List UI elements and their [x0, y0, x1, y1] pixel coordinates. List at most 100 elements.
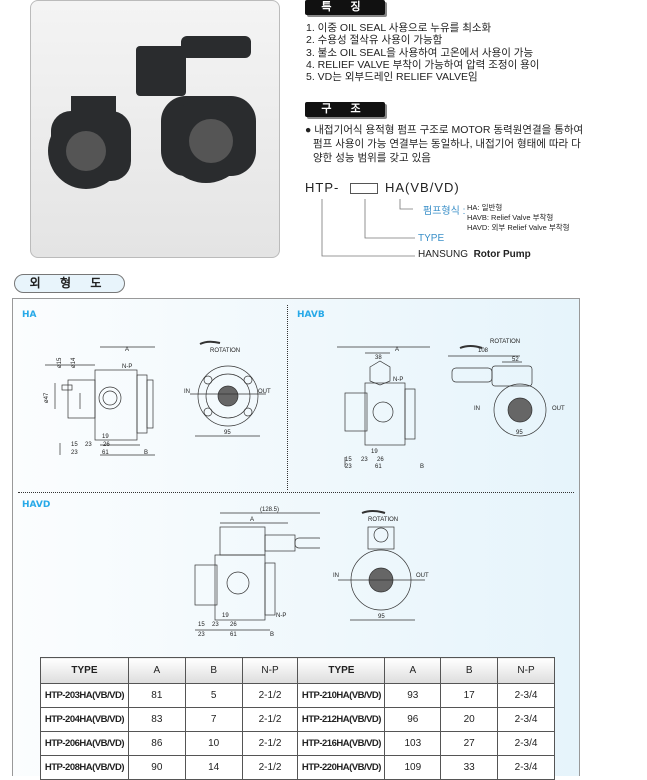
dim-phi47: ø47 — [44, 392, 50, 403]
dim-23: 23 — [71, 450, 78, 456]
dim-26: 26 — [230, 622, 237, 628]
dim-23: 23 — [345, 464, 352, 470]
havb-side-view: A 38 N-P 19 15 23 26 23 61 B — [337, 346, 430, 470]
code-suffix: HA(VB/VD) — [385, 180, 460, 195]
havd-side-view: (128.5) A N-P 19 15 23 26 23 61 B — [194, 507, 320, 638]
dim-23: 23 — [361, 457, 368, 463]
dim-61: 61 — [375, 464, 382, 470]
dim-128-5: (128.5) — [260, 507, 279, 513]
cell-np: 2-1/2 — [241, 731, 299, 756]
code-box — [350, 183, 378, 194]
feature-item: 1. 이중 OIL SEAL 사용으로 누유를 최소화 — [306, 22, 492, 34]
cell-np: 2-1/2 — [241, 683, 299, 708]
dim-b: B — [420, 464, 424, 470]
dim-38: 38 — [375, 355, 382, 361]
cell-a: 83 — [127, 707, 186, 732]
dim-a: A — [395, 347, 399, 353]
cell-np: 2-1/2 — [241, 707, 299, 732]
cell-b: 17 — [440, 683, 499, 708]
cell-b: 10 — [184, 731, 243, 756]
code-leader-lines — [321, 199, 415, 257]
vertical-divider — [287, 305, 288, 490]
structure-text: ● 내접기어식 용적형 펌프 구조로 MOTOR 동력원연결을 통하여 펌프 사… — [305, 124, 584, 164]
features-title: 특 징 — [305, 0, 385, 15]
cell-b: 5 — [184, 683, 243, 708]
havb-label: HAVB — [297, 310, 325, 320]
brand-product: Rotor Pump — [473, 249, 531, 260]
dim-108: 108 — [478, 348, 489, 354]
structure-title: 구 조 — [305, 102, 385, 117]
cell-type: HTP-204HA(VB/VD) — [40, 707, 129, 732]
features-list: 1. 이중 OIL SEAL 사용으로 누유를 최소화 2. 수용성 절삭유 사… — [306, 22, 539, 83]
col-b: B — [440, 657, 499, 684]
rotation-label: ROTATION — [368, 517, 398, 523]
out-label: OUT — [258, 389, 271, 395]
type-label: TYPE — [418, 233, 445, 244]
feature-item: 3. 불소 OIL SEAL을 사용하여 고온에서 사용이 가능 — [306, 46, 534, 59]
pump-image — [48, 36, 256, 189]
col-a: A — [127, 657, 186, 684]
dim-phi15: ø15 — [57, 357, 63, 368]
col-a: A — [384, 657, 442, 684]
dim-np: N-P — [122, 364, 132, 370]
cell-a: 96 — [384, 707, 442, 732]
havb-front-view: 108 52 ROTATION IN OUT 95 — [448, 339, 565, 437]
horizontal-divider — [18, 492, 574, 493]
brand-name: HANSUNG — [418, 249, 469, 260]
table-header-row: TYPE A B N-P TYPE A B N-P — [40, 657, 555, 684]
cell-a: 81 — [127, 683, 186, 708]
product-photo — [30, 0, 280, 258]
dim-a: A — [125, 347, 129, 353]
col-type: TYPE — [297, 657, 386, 684]
in-label: IN — [184, 389, 190, 395]
rotation-label: ROTATION — [210, 348, 240, 354]
dim-61: 61 — [102, 450, 109, 456]
feature-item: 5. VD는 외부드레인 RELIEF VALVE임 — [306, 71, 478, 84]
cell-b: 20 — [440, 707, 499, 732]
dim-26: 26 — [377, 457, 384, 463]
pump-type-item: HAVB: Relief Valve 부착형 — [467, 213, 554, 222]
dim-95: 95 — [516, 430, 523, 436]
feature-item: 4. RELIEF VALVE 부착이 가능하여 압력 조정이 용이 — [306, 58, 540, 71]
dim-23: 23 — [212, 622, 219, 628]
dim-23: 23 — [198, 632, 205, 638]
dim-19: 19 — [102, 434, 109, 440]
dim-15: 15 — [71, 442, 78, 448]
rotation-label: ROTATION — [490, 339, 520, 345]
cell-b: 27 — [440, 731, 499, 756]
model-code-diagram: HTP- HA(VB/VD) 펌프형식 : HA: 일반형 HAVB: Reli… — [305, 180, 595, 260]
cell-type: HTP-212HA(VB/VD) — [297, 707, 386, 732]
in-label: IN — [474, 406, 480, 412]
dim-61: 61 — [230, 632, 237, 638]
ha-side-view: A N-P 19 15 23 26 23 61 B ø47 ø15 ø14 — [44, 346, 155, 456]
dim-95: 95 — [378, 614, 385, 620]
cell-a: 86 — [127, 731, 186, 756]
dim-23: 23 — [85, 442, 92, 448]
dim-26: 26 — [103, 442, 110, 448]
dim-15: 15 — [345, 457, 352, 463]
outline-title: 외 형 도 — [14, 274, 125, 293]
dim-15: 15 — [198, 622, 205, 628]
structure-description: 내접기어식 용적형 펌프 구조로 MOTOR 동력원연결을 통하여 펌프 사용이… — [313, 124, 584, 164]
col-type: TYPE — [40, 657, 129, 684]
cell-a: 103 — [384, 731, 442, 756]
ha-label: HA — [22, 310, 37, 320]
in-label: IN — [333, 573, 339, 579]
brand-label: HANSUNG Rotor Pump — [418, 249, 531, 260]
dim-np: N-P — [276, 613, 286, 619]
cell-b: 7 — [184, 707, 243, 732]
cell-type: HTP-210HA(VB/VD) — [297, 683, 386, 708]
havd-front-view: ROTATION IN OUT 95 — [333, 510, 429, 621]
cell-np: 2-3/4 — [497, 683, 555, 708]
code-prefix: HTP- — [305, 180, 340, 195]
cell-type: HTP-216HA(VB/VD) — [297, 731, 386, 756]
col-np: N-P — [497, 657, 555, 684]
pump-type-item: HAVD: 외부 Relief Valve 부착형 — [467, 223, 570, 232]
dim-19: 19 — [371, 449, 378, 455]
pump-type-label: 펌프형식 : — [423, 206, 466, 217]
out-label: OUT — [416, 573, 429, 579]
feature-item: 2. 수용성 절삭유 사용이 가능함 — [306, 34, 443, 47]
